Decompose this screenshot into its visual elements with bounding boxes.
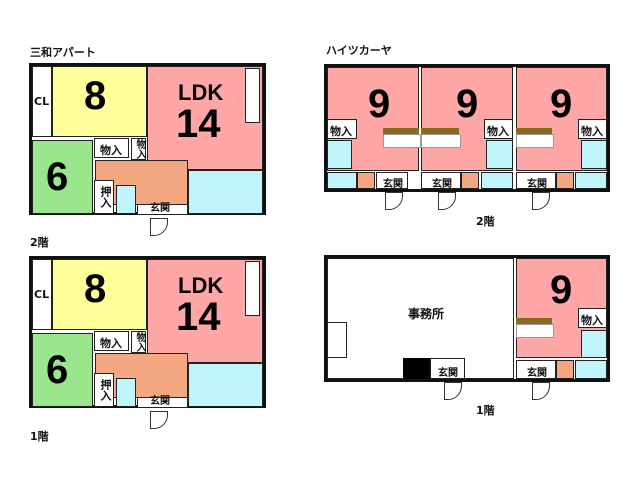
unit-2-storage: 物入 [487,125,509,138]
unit-3-bath [581,140,607,169]
entrance-label: 玄関 [150,396,170,407]
closet-label: CL [34,288,50,301]
floor-label-2f: 2階 [30,236,49,249]
unit-1f-size: 9 [550,268,573,312]
closet-label: CL [34,95,50,108]
entrance-door[interactable] [150,411,168,429]
western-room-size: 8 [84,267,107,311]
entrance-label: 玄関 [150,203,170,214]
unit-1f-bath [581,330,607,358]
washitsu-size: 6 [46,348,69,392]
storage-small-label: 物入 [134,332,145,352]
unit-3-storage: 物入 [581,125,603,138]
floor-label-1f: 1階 [30,430,49,443]
storage-label: 物入 [100,337,122,350]
storage-small-label: 物入 [134,139,145,159]
stairs-block [403,358,430,379]
unit-1-storage: 物入 [330,125,352,138]
building-title-heights: ハイツカーヤ [326,44,392,57]
unit-1f-storage: 物入 [581,314,603,327]
storage-label: 物入 [100,144,122,157]
unit-1-size: 9 [368,82,391,126]
office-entrance: 玄関 [438,368,458,379]
washitsu-size: 6 [46,155,69,199]
bathroom [188,170,263,214]
sanwa-floor-1-plan: CL 8 LDK 14 6 物入 物入 押入 玄関 [0,193,640,433]
floor-label-right-2f: 2階 [476,215,495,228]
unit-2-size: 9 [456,82,479,126]
toilet [116,185,136,214]
unit-3-entrance: 玄関 [527,179,547,190]
unit-1-entrance: 玄関 [383,179,403,190]
toilet [116,378,136,407]
oshiire-label: 押入 [99,379,112,401]
oshiire-label: 押入 [99,186,112,208]
western-room-size: 8 [84,74,107,118]
unit-1f-entrance: 玄関 [527,368,547,379]
unit-3-size: 9 [550,82,573,126]
building-title-sanwa: 三和アパート [30,46,96,59]
bathroom [188,363,263,407]
kitchen-counter [245,261,260,316]
ldk-size: 14 [176,102,221,146]
floor-label-right-1f: 1階 [476,404,495,417]
office-label: 事務所 [408,307,445,321]
ldk-label: LDK [178,273,224,298]
ldk-size: 14 [176,295,221,339]
kitchen-counter [245,68,260,123]
unit-2-bath [486,140,513,169]
unit-1-bath [327,140,352,169]
unit-2-entrance: 玄関 [432,179,452,190]
office-kitchen [327,322,347,358]
ldk-label: LDK [178,80,224,105]
